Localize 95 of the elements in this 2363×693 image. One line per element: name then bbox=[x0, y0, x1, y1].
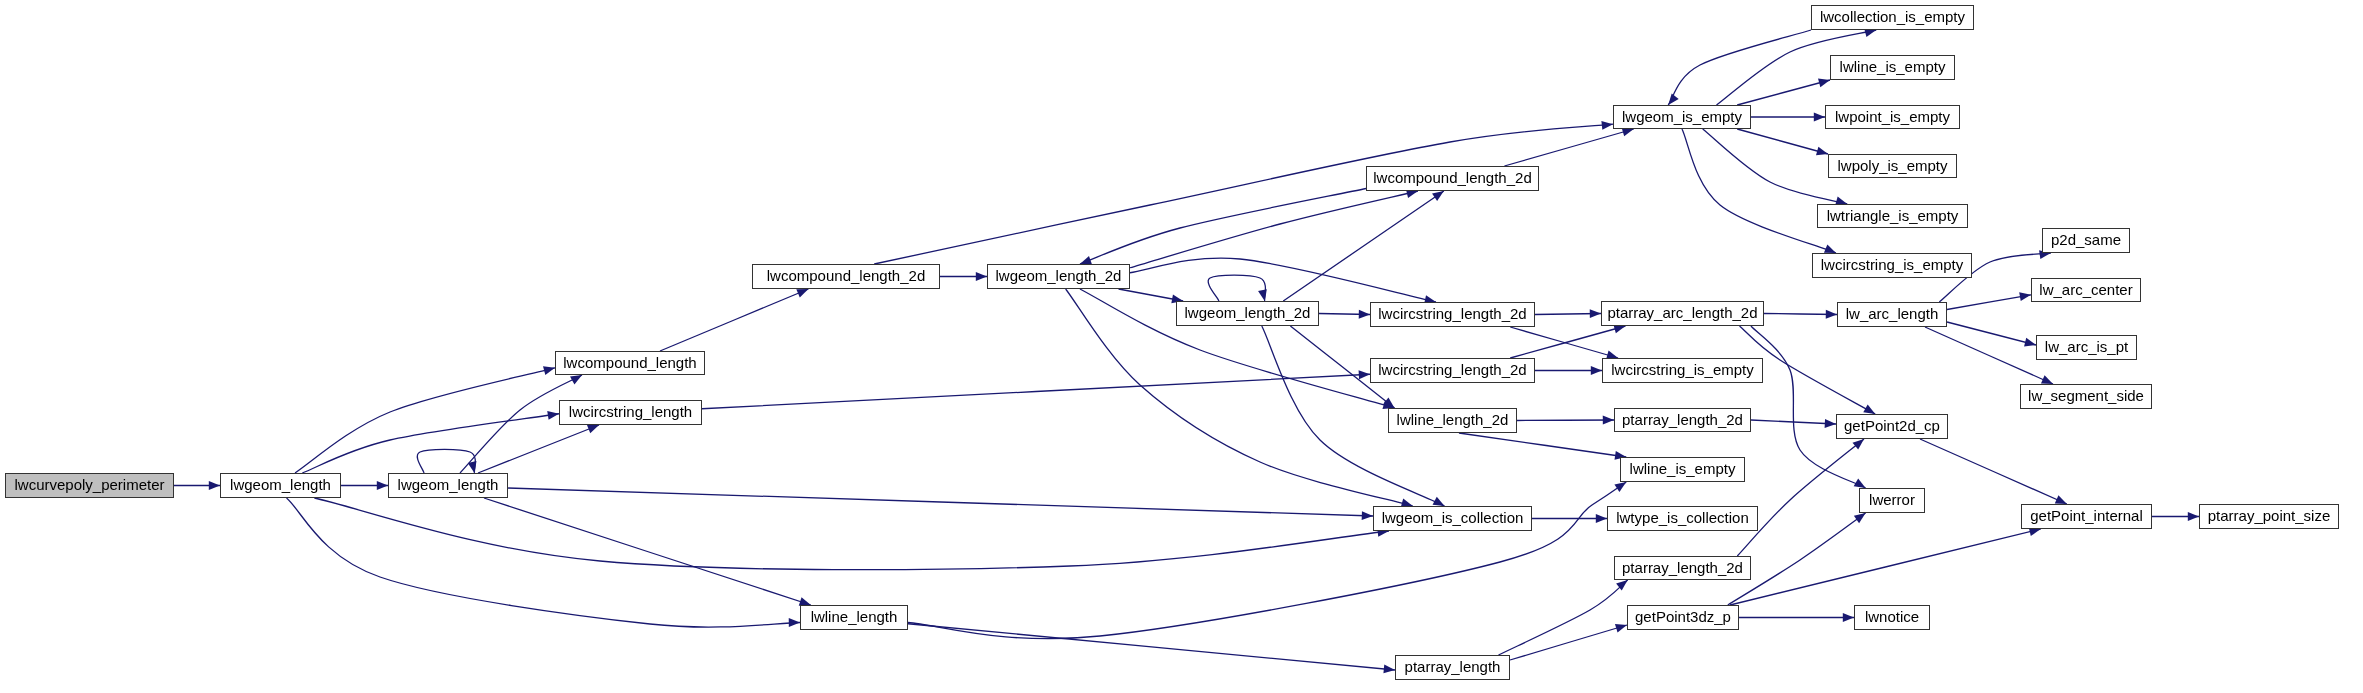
function-box: lwgeom_is_empty bbox=[1613, 105, 1751, 129]
call-arrow bbox=[294, 366, 556, 474]
function-box: lw_segment_side bbox=[2020, 384, 2152, 409]
call-arrow bbox=[1715, 28, 1877, 106]
function-box: lwline_is_empty bbox=[1830, 55, 1955, 80]
call-arrow bbox=[1736, 438, 1865, 557]
function-box: lwcompound_length_2d bbox=[752, 264, 940, 289]
function-box: lwgeom_is_collection bbox=[1373, 506, 1532, 531]
call-arrow bbox=[1946, 321, 2037, 347]
function-box: getPoint2d_cp bbox=[1836, 414, 1948, 439]
function-box: lwtype_is_collection bbox=[1607, 506, 1758, 531]
call-arrow bbox=[1736, 78, 1831, 106]
call-arrow bbox=[1531, 514, 1608, 523]
function-box: lw_arc_is_pt bbox=[2036, 335, 2137, 360]
call-arrow bbox=[1129, 257, 1437, 304]
call-arrow bbox=[1938, 249, 2052, 303]
function-box: lwnotice bbox=[1854, 605, 1930, 630]
call-arrow bbox=[1736, 128, 1829, 156]
call-arrow bbox=[1458, 432, 1627, 460]
call-arrow bbox=[1207, 274, 1269, 302]
call-arrow bbox=[1702, 128, 1848, 206]
call-arrow bbox=[313, 497, 1390, 571]
call-arrow bbox=[1727, 512, 1867, 606]
call-arrow bbox=[1924, 326, 2054, 385]
function-box: lwgeom_length_2d bbox=[987, 264, 1130, 289]
function-box: getPoint_internal bbox=[2021, 504, 2152, 529]
call-arrow bbox=[1946, 292, 2032, 311]
call-arrow bbox=[873, 120, 1614, 265]
call-arrow bbox=[1729, 527, 2042, 606]
function-box: lwtriangle_is_empty bbox=[1817, 204, 1968, 228]
call-arrow bbox=[1079, 187, 1367, 265]
function-box: lwgeom_length bbox=[388, 473, 508, 498]
call-arrow bbox=[1681, 128, 1837, 254]
call-arrow bbox=[1289, 325, 1396, 409]
call-arrow bbox=[173, 481, 221, 490]
function-box: p2d_same bbox=[2042, 228, 2130, 253]
call-arrow bbox=[1763, 309, 1838, 319]
call-arrow bbox=[1065, 288, 1414, 508]
call-arrow bbox=[1503, 127, 1635, 167]
function-box: lwcircstring_is_empty bbox=[1602, 358, 1763, 383]
call-arrow bbox=[701, 370, 1371, 410]
function-box: lwcircstring_is_empty bbox=[1812, 253, 1972, 278]
function-box: lwcollection_is_empty bbox=[1811, 5, 1974, 30]
call-arrow bbox=[659, 288, 810, 352]
function-box: ptarray_point_size bbox=[2199, 504, 2339, 529]
call-arrow bbox=[1738, 613, 1855, 622]
function-box: lw_arc_length bbox=[1837, 302, 1947, 327]
function-box: lwcircstring_length_2d bbox=[1370, 358, 1535, 383]
call-arrow bbox=[1117, 288, 1184, 304]
function-box: lwgeom_length bbox=[220, 473, 341, 498]
call-arrow bbox=[416, 448, 479, 474]
call-arrow bbox=[459, 374, 583, 474]
call-arrow bbox=[301, 410, 560, 474]
function-box: ptarray_length_2d bbox=[1614, 408, 1751, 432]
call-arrow bbox=[1750, 112, 1826, 122]
call-arrow bbox=[1534, 309, 1602, 319]
call-arrow bbox=[907, 623, 1396, 674]
function-box: lwline_length bbox=[800, 605, 908, 630]
call-arrow bbox=[1738, 325, 1876, 415]
function-box: lwcompound_length bbox=[555, 351, 705, 375]
call-arrow bbox=[1509, 623, 1628, 661]
function-box: ptarray_arc_length_2d bbox=[1601, 301, 1764, 326]
function-box: lwcircstring_length_2d bbox=[1370, 302, 1535, 327]
function-box: getPoint3dz_p bbox=[1627, 605, 1739, 630]
function-box: lwline_length_2d bbox=[1388, 408, 1517, 433]
call-arrow bbox=[1129, 189, 1419, 269]
function-box: ptarray_length_2d bbox=[1614, 556, 1751, 580]
function-box: lw_arc_center bbox=[2031, 278, 2141, 302]
call-arrow bbox=[1282, 190, 1445, 302]
call-arrow bbox=[2151, 512, 2200, 521]
function-box: lwerror bbox=[1859, 488, 1925, 513]
function-box: lwpoly_is_empty bbox=[1828, 154, 1957, 178]
call-arrow bbox=[483, 497, 812, 606]
call-arrow bbox=[477, 424, 600, 474]
call-arrow bbox=[1318, 309, 1371, 319]
function-box: lwgeom_length_2d bbox=[1176, 301, 1319, 326]
call-arrow bbox=[939, 272, 988, 281]
call-arrow bbox=[285, 497, 801, 628]
call-arrow bbox=[1516, 415, 1615, 425]
call-arrow bbox=[1534, 366, 1603, 375]
function-box: lwcurvepoly_perimeter bbox=[5, 473, 174, 498]
call-arrow bbox=[1750, 418, 1837, 428]
function-box: lwpoint_is_empty bbox=[1825, 105, 1960, 129]
function-box: lwcompound_length_2d bbox=[1366, 166, 1539, 191]
call-arrow bbox=[507, 487, 1374, 521]
function-box: ptarray_length bbox=[1395, 655, 1510, 680]
call-arrow bbox=[1497, 579, 1629, 656]
call-arrow bbox=[907, 481, 1627, 640]
call-arrow bbox=[340, 481, 389, 490]
call-arrow bbox=[1261, 325, 1446, 507]
function-box: lwline_is_empty bbox=[1620, 457, 1745, 482]
call-arrow bbox=[1919, 438, 2068, 505]
call-arrow bbox=[1750, 325, 1867, 489]
function-box: lwcircstring_length bbox=[559, 400, 702, 425]
call-arrow bbox=[1667, 29, 1812, 106]
